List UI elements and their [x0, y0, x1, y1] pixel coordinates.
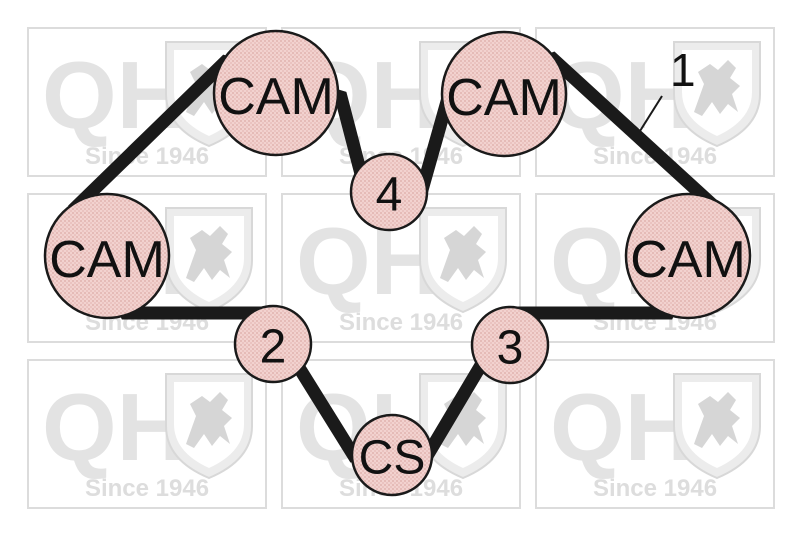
idler-pulley-3: 3: [470, 305, 550, 385]
idler-pulley-2: 2: [233, 304, 313, 384]
pulley-cam-top-right: CAM: [440, 30, 568, 158]
pulley-label: 2: [260, 321, 287, 374]
pulley-label: CAM: [630, 231, 746, 289]
belt-callout-number: 1: [670, 44, 696, 96]
watermark-brand-text: QH: [550, 42, 694, 149]
pulley-cam-right: CAM: [624, 192, 752, 320]
watermark-since-text: Since 1946: [85, 143, 209, 170]
watermark-since-text: Since 1946: [85, 475, 209, 502]
crankshaft-pulley: CS: [350, 413, 434, 497]
pulley-label: CAM: [49, 231, 165, 289]
pulley-label: 4: [376, 169, 403, 222]
watermark-brand-text: QH: [42, 42, 186, 149]
watermark-brand-text: QH: [550, 374, 694, 481]
watermark-since-text: Since 1946: [339, 309, 463, 336]
pulley-label: 3: [497, 322, 524, 375]
idler-pulley-4: 4: [349, 152, 429, 232]
pulley-cam-top-left: CAM: [212, 29, 340, 157]
pulley-cam-left: CAM: [43, 192, 171, 320]
watermark-brand-text: QH: [296, 208, 440, 315]
watermark-brand-text: QH: [42, 374, 186, 481]
belt-callout-leader: [639, 95, 663, 132]
pulley-label: CS: [359, 432, 426, 485]
pulley-label: CAM: [446, 69, 562, 127]
watermark-since-text: Since 1946: [593, 475, 717, 502]
pulley-label: CAM: [218, 68, 334, 126]
